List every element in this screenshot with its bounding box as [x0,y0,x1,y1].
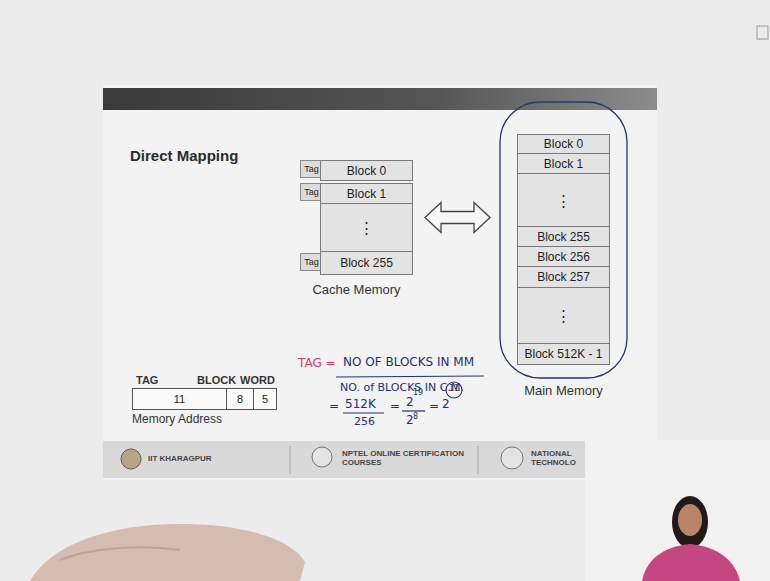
ellipsis-mark: ⋮ [359,220,374,235]
fraction-line [336,376,484,377]
presenter-body [642,544,740,581]
ellipsis-mark: ⋮ [556,308,571,323]
block-box: Block 0 [320,160,413,181]
institute-logo [501,447,523,469]
memory-heading: Cache Memory [312,283,400,296]
address-field: 11 [132,388,227,410]
field-label: Block 1 [347,188,386,200]
handwritten-note: 2 [442,398,450,411]
slide-ground [103,85,657,480]
hand-drawn-loop [500,102,627,378]
footer-band [103,441,657,478]
field-label: Block 512K - 1 [524,348,602,360]
handwritten-note: = [429,400,439,413]
block-box: Block 257 [517,266,610,288]
video-inset [585,440,770,581]
handwritten-note: 512K [345,398,376,411]
continuation-box: ⋮ [517,287,610,344]
address-field: 5 [253,388,277,410]
footer-text: NATIONAL TECHNOLO [531,450,581,468]
fraction-line [402,410,425,411]
presenter-hair [672,496,708,548]
double-arrow [425,203,490,233]
continuation-box: ⋮ [517,173,610,227]
handwritten-note: 256 [354,416,375,428]
handwritten-note: = [329,400,339,413]
handwritten-exponent: 8 [413,413,418,422]
tag-label: Tag [304,258,319,267]
nptel-logo [312,447,332,467]
fraction-line [343,412,384,413]
slide-title: Direct Mapping [130,148,238,165]
block-box: Block 0 [517,134,610,154]
footer-divider [478,446,479,474]
field-heading: WORD [240,374,275,386]
header-band [103,88,657,110]
presenter-hand [30,524,305,581]
field-label: 11 [174,394,185,405]
field-label: Block 1 [544,158,583,170]
handwritten-note: 2 [406,414,414,427]
field-label: 5 [262,394,268,405]
tag-label: Tag [304,188,319,197]
ellipsis-mark: ⋮ [556,193,571,208]
block-box: Block 1 [517,153,610,174]
handwritten-exponent: 19 [413,389,423,398]
handwritten-note: TAG = [298,357,336,370]
field-label: Block 0 [347,165,386,177]
block-box: Block 255 [517,226,610,247]
handwritten-note: NO. of BLOCKS IN C.M. [340,382,464,394]
iit-logo [121,449,141,469]
footer-text: NPTEL ONLINE CERTIFICATION COURSES [342,450,467,468]
field-label: Block 257 [537,271,590,283]
address-field: 8 [226,388,254,410]
field-label: Block 255 [537,231,590,243]
handwritten-note: = [390,400,400,413]
continuation-box: ⋮ [320,203,413,252]
presenter-face [678,504,702,536]
footer-divider [290,446,291,474]
handwritten-note: NO OF BLOCKS IN MM [343,356,474,369]
field-heading: TAG [136,374,158,386]
handwritten-exponent: 11 [449,385,459,394]
block-box: Block 255 [320,251,413,275]
field-heading: BLOCK [197,374,236,386]
field-label: 8 [237,394,243,405]
block-box: Block 1 [320,183,413,204]
field-label: Block 256 [537,251,590,263]
memory-heading: Memory Address [132,413,222,425]
memory-group: Main MemoryBlock 0Block 1⋮Block 255Block… [517,134,610,365]
memory-group: Cache MemoryTagBlock 0TagBlock 1⋮TagBloc… [300,160,413,275]
tag-label: Tag [304,165,319,174]
field-label: Block 255 [340,257,393,269]
block-box: Block 512K - 1 [517,343,610,365]
footer-text: IIT KHARAGPUR [148,455,212,464]
field-label: Block 0 [544,138,583,150]
block-box: Block 256 [517,246,610,267]
handwritten-note: 2 [406,396,414,409]
hand-crease [60,547,180,560]
memory-group: Memory Address1185 [132,388,277,410]
corner-icon [757,26,768,39]
memory-heading: Main Memory [524,384,603,397]
